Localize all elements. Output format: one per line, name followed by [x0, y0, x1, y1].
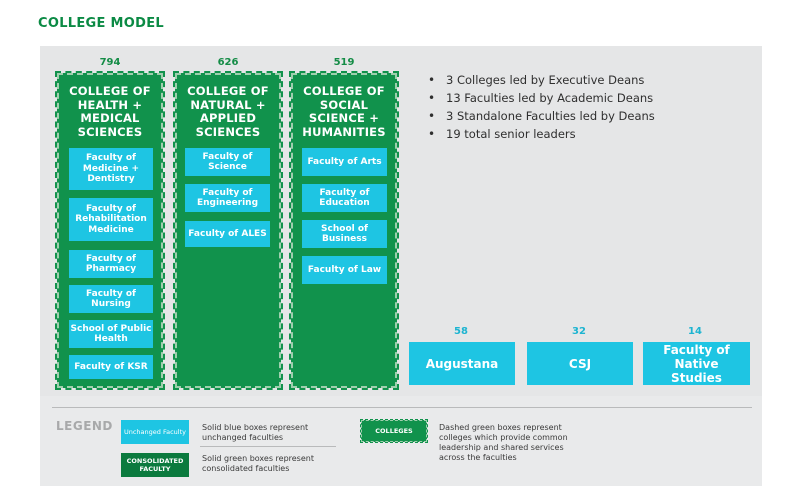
legend-divider-line — [52, 407, 752, 408]
bullet-item: 13 Faculties led by Academic Deans — [426, 89, 655, 107]
faculty-box: Faculty of Education — [302, 184, 387, 212]
faculty-box: Faculty of Arts — [302, 148, 387, 176]
bullet-item: 19 total senior leaders — [426, 125, 655, 143]
college-title: COLLEGE OF HEALTH + MEDICAL SCIENCES — [69, 84, 151, 139]
legend-row-divider — [200, 446, 336, 447]
faculty-box: School of Public Health — [69, 320, 153, 348]
faculty-box: Faculty of Pharmacy — [69, 250, 153, 278]
legend-consolidated-text: Solid green boxes represent consolidated… — [202, 454, 314, 473]
faculty-box: Faculty of Nursing — [69, 285, 153, 313]
standalone-faculty-box: Augustana — [409, 342, 515, 385]
college-count: 519 — [333, 57, 355, 68]
standalone-count: 32 — [572, 326, 586, 337]
standalone-count: 58 — [454, 326, 468, 337]
legend-consolidated-swatch: CONSOLIDATED FACULTY — [121, 453, 189, 477]
college-count: 794 — [99, 57, 121, 68]
legend-title: LEGEND — [56, 419, 113, 433]
college-count: 626 — [217, 57, 239, 68]
bullet-item: 3 Colleges led by Executive Deans — [426, 71, 655, 89]
legend-colleges-swatch: COLLEGES — [360, 419, 428, 443]
standalone-faculty-box: Faculty of Native Studies — [643, 342, 750, 385]
faculty-box: Faculty of ALES — [185, 221, 270, 247]
legend-colleges-text: Dashed green boxes represent colleges wh… — [439, 423, 568, 462]
college-title: COLLEGE OF NATURAL + APPLIED SCIENCES — [187, 84, 269, 139]
faculty-box: Faculty of Medicine + Dentistry — [69, 148, 153, 190]
faculty-box: Faculty of Engineering — [185, 184, 270, 212]
summary-bullets: 3 Colleges led by Executive Deans 13 Fac… — [426, 71, 655, 143]
faculty-box: Faculty of Rehabilitation Medicine — [69, 198, 153, 241]
legend-unchanged-swatch: Unchanged Faculty — [121, 420, 189, 444]
faculty-box: Faculty of KSR — [69, 355, 153, 379]
page-title: COLLEGE MODEL — [38, 16, 164, 31]
faculty-box: Faculty of Law — [302, 256, 387, 284]
bullet-item: 3 Standalone Faculties led by Deans — [426, 107, 655, 125]
legend-unchanged-text: Solid blue boxes represent unchanged fac… — [202, 423, 309, 442]
standalone-count: 14 — [688, 326, 702, 337]
college-title: COLLEGE OF SOCIAL SCIENCE + HUMANITIES — [302, 84, 386, 139]
standalone-faculty-box: CSJ — [527, 342, 633, 385]
faculty-box: Faculty of Science — [185, 148, 270, 176]
faculty-box: School of Business — [302, 220, 387, 248]
